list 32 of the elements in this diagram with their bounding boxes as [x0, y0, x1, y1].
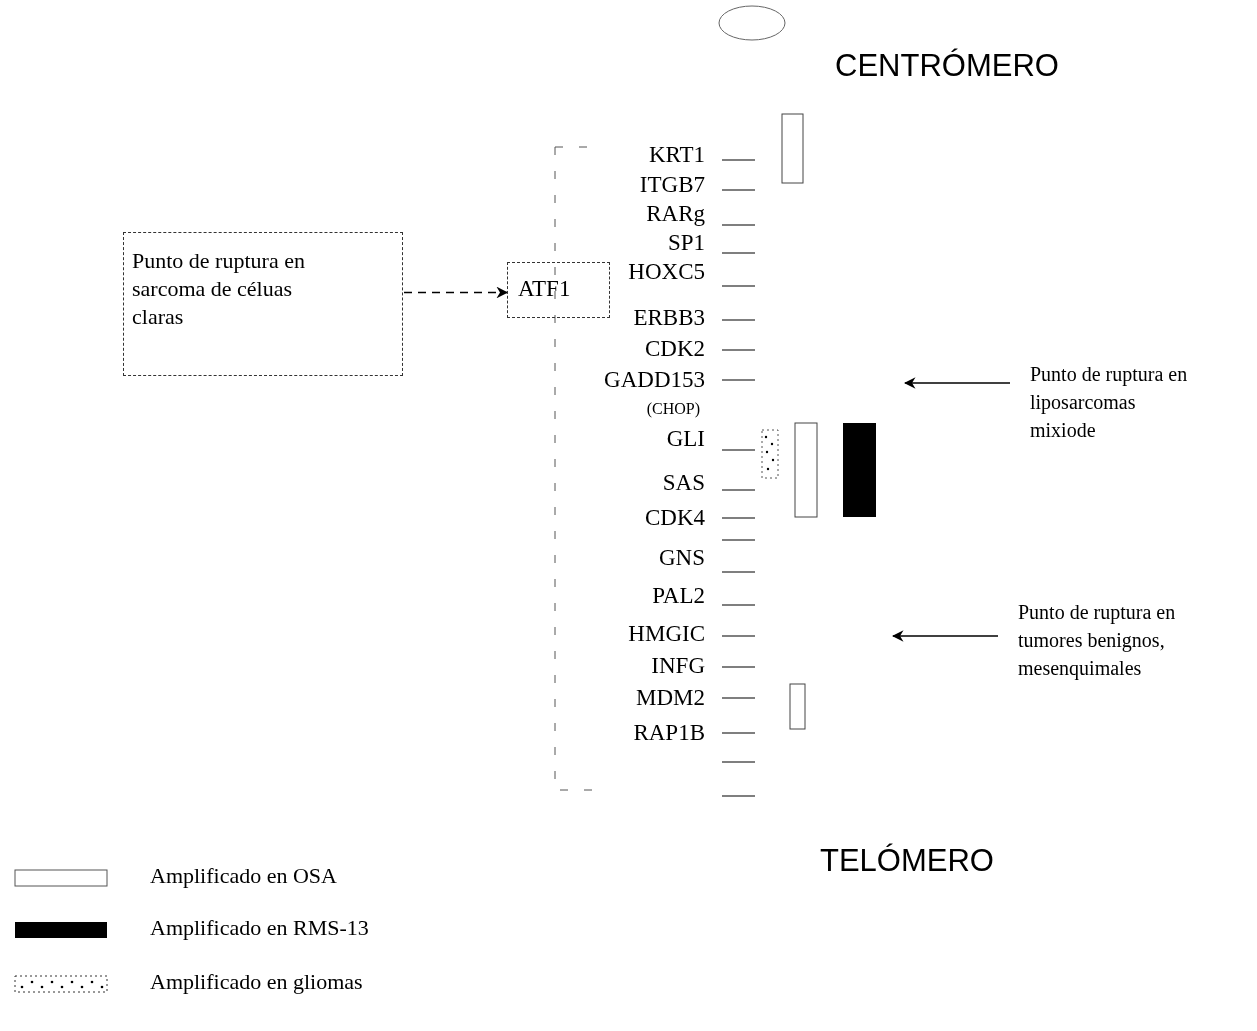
gene-label: ITGB7	[639, 172, 705, 198]
gene-label: ERBB3	[633, 305, 705, 331]
gene-label: MDM2	[636, 685, 705, 711]
gene-label: HMGIC	[628, 621, 705, 647]
callout-text: Punto de ruptura en liposarcomas mixiode	[1030, 360, 1205, 450]
legend-text: Amplificado en RMS-13	[150, 915, 369, 941]
arrow	[903, 377, 1011, 389]
gene-box	[507, 262, 610, 318]
arrow	[891, 630, 999, 642]
gene-label: RAP1B	[633, 720, 705, 746]
callout-text: Punto de ruptura en tumores benignos, mesenquimales	[1018, 598, 1223, 688]
dashed-arrow	[403, 286, 509, 299]
node-text: ATF1	[518, 275, 572, 303]
gene-label: SAS	[662, 470, 705, 496]
gene-label: GLI	[666, 426, 705, 452]
gene-label: SP1	[667, 230, 705, 256]
gene-label: KRT1	[648, 142, 705, 168]
region-label: TELÓMERO	[820, 843, 994, 879]
region-label: CENTRÓMERO	[835, 48, 1059, 84]
gene-label: INFG	[651, 653, 705, 679]
gene-label: RARg	[646, 201, 705, 227]
process-box	[123, 232, 403, 376]
legend-text: Amplificado en gliomas	[150, 969, 363, 995]
node-text: Punto de ruptura en sarcoma de céluas claras	[132, 247, 306, 331]
gene-label: CDK4	[644, 505, 705, 531]
gene-label: (CHOP)	[646, 399, 700, 420]
legend-text: Amplificado en OSA	[150, 863, 337, 889]
gene-label: HOXC5	[628, 259, 705, 285]
gene-label: PAL2	[652, 583, 705, 609]
gene-label: CDK2	[644, 336, 705, 362]
gene-label: GADD153	[604, 367, 705, 393]
gene-label: GNS	[659, 545, 705, 571]
